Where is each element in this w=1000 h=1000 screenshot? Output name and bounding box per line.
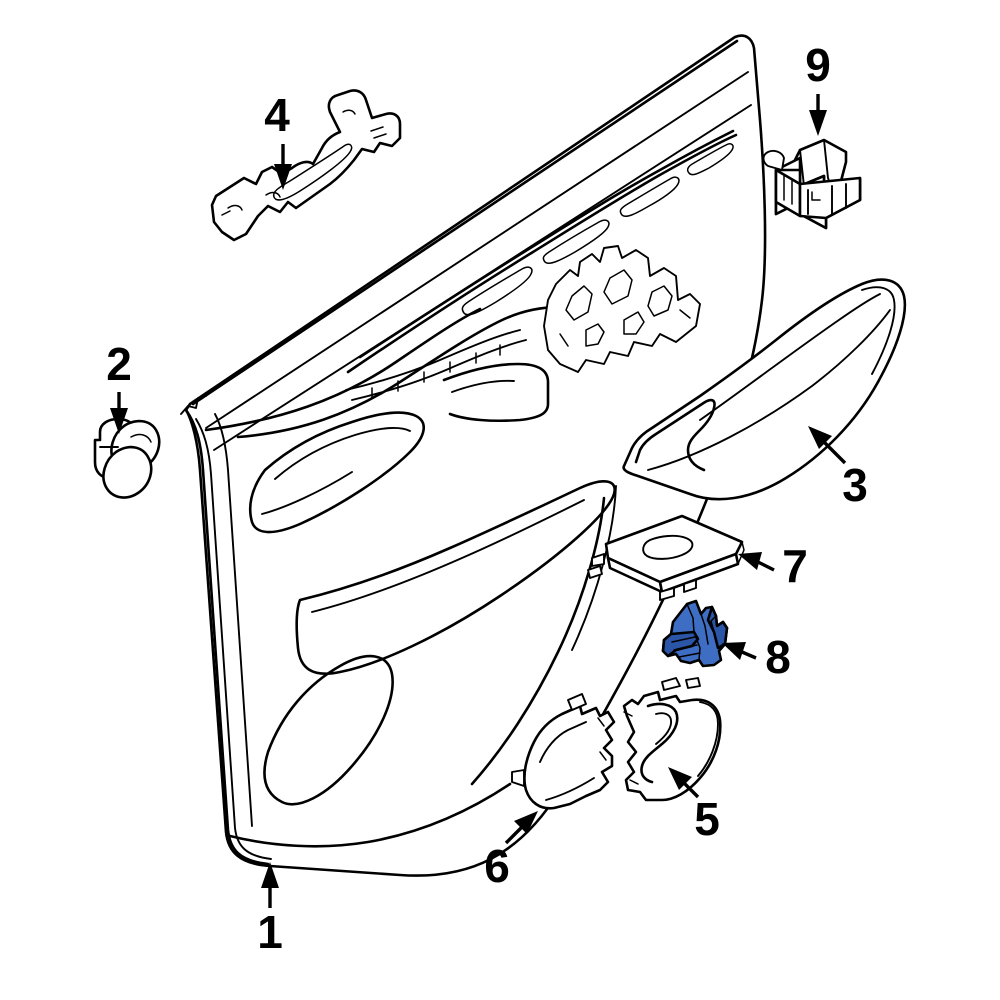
callout-7[interactable]: 7 xyxy=(738,540,808,592)
part-retainer-clip-highlighted[interactable] xyxy=(661,599,729,668)
part-armrest[interactable] xyxy=(622,278,907,501)
part-door-lock-switch-connector[interactable] xyxy=(762,138,862,230)
callout-2-number: 2 xyxy=(106,338,132,390)
callout-8-number: 8 xyxy=(765,631,791,683)
part-trim-panel-clip[interactable] xyxy=(93,417,161,499)
callout-1-number: 1 xyxy=(257,906,283,958)
callout-7-number: 7 xyxy=(782,540,808,592)
callout-3[interactable]: 3 xyxy=(808,426,868,511)
callout-1[interactable]: 1 xyxy=(257,862,283,958)
callout-6[interactable]: 6 xyxy=(484,811,538,892)
callout-5[interactable]: 5 xyxy=(668,767,720,845)
panel-upper-detail xyxy=(543,245,701,373)
callout-9-number: 9 xyxy=(805,39,831,91)
callout-4-number: 4 xyxy=(264,89,290,141)
part-switch-bezel-cover[interactable] xyxy=(587,514,745,601)
callout-8[interactable]: 8 xyxy=(722,631,791,683)
part-door-trim-panel[interactable] xyxy=(180,34,767,877)
callout-4[interactable]: 4 xyxy=(264,89,292,190)
part-trim-end-cap-inner[interactable] xyxy=(622,677,722,802)
panel-vent-strip xyxy=(345,329,527,401)
callout-6-number: 6 xyxy=(484,840,510,892)
callout-2[interactable]: 2 xyxy=(106,338,132,434)
callout-5-number: 5 xyxy=(694,793,720,845)
callout-9[interactable]: 9 xyxy=(805,39,831,136)
part-trim-end-cap-outer[interactable] xyxy=(511,693,616,810)
callout-3-number: 3 xyxy=(842,459,868,511)
part-upper-bracket[interactable] xyxy=(210,89,402,242)
